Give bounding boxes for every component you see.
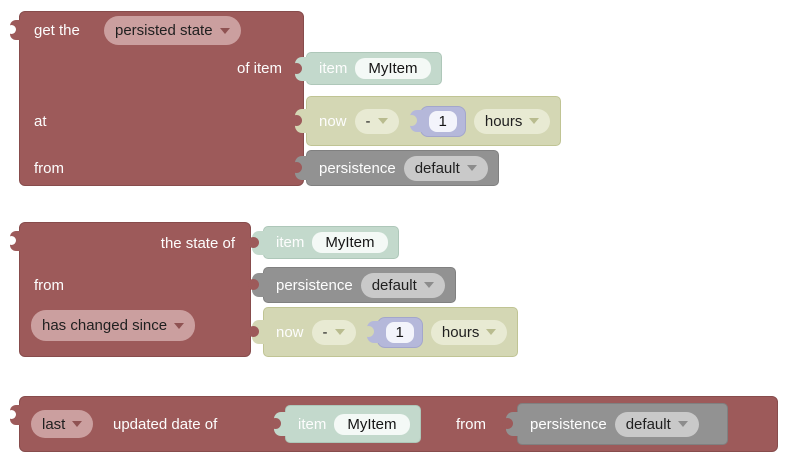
- persistence-service-dropdown[interactable]: default: [403, 155, 488, 181]
- datetime-now-block[interactable]: now - 1 hours: [248, 307, 519, 357]
- item-block[interactable]: item MyItem: [291, 52, 442, 85]
- state-type-dropdown[interactable]: persisted state: [104, 16, 241, 45]
- output-connector: [7, 231, 21, 251]
- the-state-of-label: the state of: [160, 235, 235, 252]
- from-label: from: [34, 160, 64, 177]
- persistence-label: persistence: [319, 159, 396, 177]
- number-field[interactable]: 1: [385, 321, 414, 343]
- output-connector: [7, 20, 21, 40]
- now-label: now: [276, 323, 304, 341]
- item-name-field[interactable]: MyItem: [334, 413, 410, 435]
- now-label: now: [319, 112, 347, 130]
- number-block[interactable]: 1: [362, 316, 423, 348]
- item-name-field[interactable]: MyItem: [312, 232, 388, 253]
- kind-dropdown-value: last: [42, 415, 66, 433]
- puzzle-connector: [291, 56, 308, 81]
- dropdown-arrow-icon: [486, 329, 497, 335]
- item-block[interactable]: item MyItem: [270, 405, 421, 443]
- item-label: item: [298, 415, 327, 433]
- puzzle-connector: [502, 412, 519, 436]
- number-field[interactable]: 1: [428, 110, 457, 132]
- persistence-block[interactable]: persistence default: [502, 403, 728, 445]
- puzzle-connector: [291, 156, 308, 180]
- dropdown-arrow-icon: [377, 118, 388, 124]
- dropdown-arrow-icon: [219, 27, 230, 34]
- persistence-service-dropdown[interactable]: default: [360, 272, 445, 298]
- from-label: from: [456, 416, 486, 433]
- item-label: item: [276, 234, 305, 251]
- puzzle-connector: [291, 109, 308, 133]
- output-connector: [7, 405, 21, 425]
- item-label: item: [319, 60, 348, 77]
- operator-dropdown-value: -: [322, 323, 328, 341]
- updated-date-of-label: updated date of: [113, 416, 218, 433]
- persistence-service-value: default: [625, 415, 671, 433]
- unit-dropdown[interactable]: hours: [430, 319, 508, 345]
- item-name-field[interactable]: MyItem: [355, 58, 431, 79]
- dropdown-arrow-icon: [174, 322, 185, 329]
- persistence-block[interactable]: persistence default: [291, 150, 499, 186]
- check-dropdown-value: has changed since: [42, 317, 168, 334]
- puzzle-connector: [248, 230, 265, 255]
- get-the-label: get the: [34, 22, 80, 39]
- at-label: at: [34, 113, 47, 130]
- unit-dropdown[interactable]: hours: [473, 108, 551, 134]
- operator-dropdown-value: -: [365, 112, 371, 130]
- from-label: from: [34, 277, 64, 294]
- persistence-service-value: default: [371, 276, 417, 294]
- number-block[interactable]: 1: [405, 105, 466, 137]
- operator-dropdown[interactable]: -: [311, 319, 356, 345]
- persistence-service-dropdown[interactable]: default: [614, 411, 699, 437]
- operator-dropdown[interactable]: -: [354, 108, 399, 134]
- persistence-block[interactable]: persistence default: [248, 267, 456, 303]
- item-block[interactable]: item MyItem: [248, 226, 399, 259]
- state-has-changed-since-block[interactable]: the state of from has changed since: [7, 222, 251, 357]
- dropdown-arrow-icon: [466, 165, 477, 171]
- get-persisted-state-block[interactable]: get the persisted state of item at from: [7, 11, 304, 186]
- unit-dropdown-value: hours: [484, 112, 523, 130]
- dropdown-arrow-icon: [423, 282, 434, 288]
- persistence-label: persistence: [530, 415, 607, 433]
- dropdown-arrow-icon: [72, 421, 83, 427]
- dropdown-arrow-icon: [677, 421, 688, 427]
- puzzle-connector: [405, 110, 423, 132]
- kind-dropdown[interactable]: last: [31, 410, 94, 438]
- unit-dropdown-value: hours: [441, 323, 480, 341]
- datetime-now-block[interactable]: now - 1 hours: [291, 96, 562, 146]
- puzzle-connector: [248, 273, 265, 297]
- dropdown-arrow-icon: [529, 118, 540, 124]
- of-item-label: of item: [236, 60, 282, 77]
- puzzle-connector: [248, 320, 265, 344]
- persistence-service-value: default: [414, 159, 460, 177]
- puzzle-connector: [362, 321, 380, 343]
- check-dropdown[interactable]: has changed since: [31, 310, 196, 341]
- puzzle-connector: [270, 412, 287, 436]
- persistence-label: persistence: [276, 276, 353, 294]
- state-type-dropdown-value: persisted state: [115, 22, 213, 39]
- dropdown-arrow-icon: [334, 329, 345, 335]
